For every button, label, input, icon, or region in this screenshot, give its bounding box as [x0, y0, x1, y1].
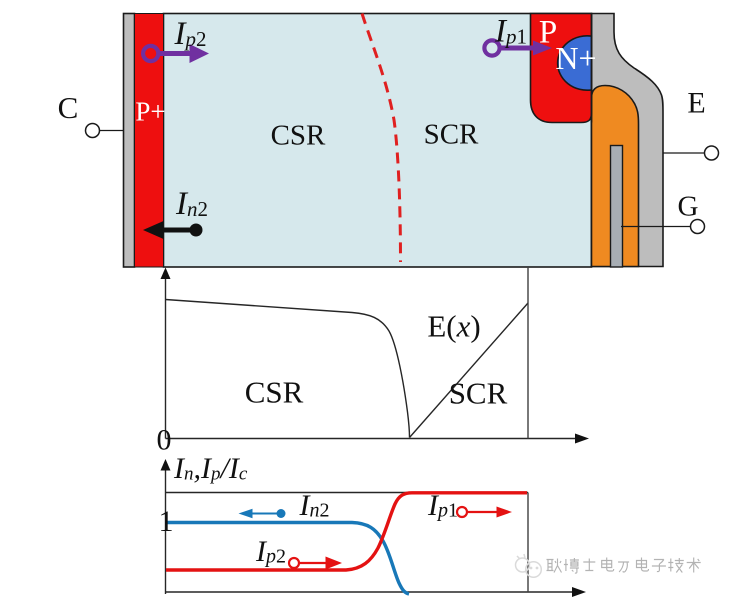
svg-text:P+: P+ [135, 97, 165, 127]
svg-text:SCR: SCR [424, 119, 479, 151]
svg-text:CSR: CSR [271, 120, 326, 152]
svg-text:CSR: CSR [245, 375, 304, 410]
svg-text:N+: N+ [555, 40, 596, 76]
svg-text:Ip2: Ip2 [255, 535, 286, 568]
svg-text:In2: In2 [299, 489, 330, 522]
svg-text:P: P [539, 15, 557, 51]
svg-text:0: 0 [157, 424, 172, 457]
svg-text:C: C [58, 90, 79, 125]
svg-text:1: 1 [159, 505, 174, 538]
svg-text:G: G [678, 191, 699, 223]
svg-text:E(x): E(x) [427, 309, 480, 344]
svg-text:E: E [687, 87, 705, 120]
svg-text:In,Ip/Ic: In,Ip/Ic [173, 452, 248, 485]
svg-text:SCR: SCR [449, 376, 508, 411]
